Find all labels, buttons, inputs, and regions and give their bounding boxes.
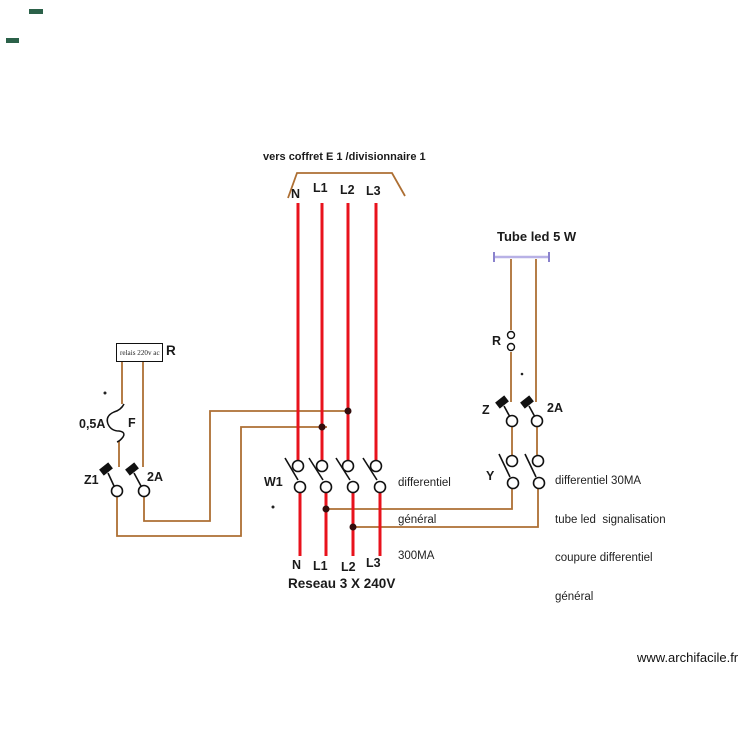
y-note-line1: differentiel 30MA bbox=[555, 475, 642, 487]
junction-L2-top bbox=[344, 407, 352, 415]
fuse-rating-label: 0,5A bbox=[79, 417, 106, 431]
relay-ref-label: R bbox=[166, 343, 176, 358]
breaker-y-label: Y bbox=[486, 469, 495, 483]
relay-box-label: relais 220v ac bbox=[119, 348, 160, 357]
tube-led-icon[interactable] bbox=[493, 252, 550, 262]
y-note: differentiel 30MA tube led signalisation… bbox=[555, 450, 666, 628]
switch-z-label: Z bbox=[482, 403, 490, 417]
green-mark-1 bbox=[29, 9, 43, 14]
terminal-top-N: N bbox=[291, 187, 301, 201]
green-mark-2 bbox=[6, 38, 19, 43]
w1-note-line1: differentiel bbox=[398, 477, 451, 489]
tube-label: Tube led 5 W bbox=[497, 229, 577, 244]
relay-coil-box[interactable]: relais 220v ac bbox=[116, 343, 163, 362]
terminal-top-L3: L3 bbox=[366, 184, 381, 198]
junction-L1-top bbox=[318, 423, 326, 431]
terminal-bottom-N: N bbox=[292, 558, 302, 572]
terminal-bottom-L3: L3 bbox=[366, 556, 381, 570]
terminal-bottom-L1: L1 bbox=[313, 559, 328, 573]
w1-note-line3: 300MA bbox=[398, 550, 435, 562]
switch-z1-label: Z1 bbox=[84, 473, 99, 487]
anchor-dots bbox=[103, 372, 524, 509]
watermark-link[interactable]: www.archifacile.fr bbox=[637, 650, 739, 665]
wire-2a-to-L2[interactable] bbox=[143, 410, 351, 522]
y-note-line4: général bbox=[555, 590, 594, 603]
relay-contact-label: R bbox=[492, 334, 502, 348]
breaker-w1-icon[interactable] bbox=[284, 457, 387, 494]
y-note-line2: tube led signalisation bbox=[555, 513, 666, 526]
fuse-icon[interactable] bbox=[106, 403, 125, 443]
junction-L2-bottom bbox=[349, 523, 357, 531]
y-note-line3: coupure differentiel bbox=[555, 552, 653, 564]
wire-y-left-to-L1[interactable] bbox=[329, 489, 513, 510]
breaker-w1-label: W1 bbox=[264, 475, 283, 489]
breaker-2a-left-label: 2A bbox=[147, 470, 163, 484]
feeder-label: vers coffret E 1 /divisionnaire 1 bbox=[263, 151, 426, 163]
breaker-2a-right-icon[interactable] bbox=[520, 395, 544, 428]
breaker-2a-right-label: 2A bbox=[547, 401, 563, 415]
wire-y-right-to-L2[interactable] bbox=[356, 489, 539, 528]
terminal-top-L2: L2 bbox=[340, 183, 355, 197]
switch-z1-icon[interactable] bbox=[99, 462, 124, 498]
terminal-top-L1: L1 bbox=[313, 181, 328, 195]
junction-L1-bottom bbox=[322, 505, 330, 513]
breaker-y-icon[interactable] bbox=[498, 453, 546, 490]
w1-note-line2: général bbox=[398, 513, 437, 526]
phase-wires bbox=[296, 203, 382, 556]
relay-contact-icon[interactable] bbox=[506, 330, 516, 352]
junction-dots bbox=[318, 407, 357, 531]
switch-z-icon[interactable] bbox=[495, 395, 519, 428]
control-wires bbox=[116, 172, 539, 537]
fuse-ref-label: F bbox=[128, 416, 136, 430]
w1-note: differentiel général 300MA bbox=[398, 453, 451, 587]
terminal-bottom-L2: L2 bbox=[341, 560, 356, 574]
network-label: Reseau 3 X 240V bbox=[288, 576, 396, 591]
breaker-2a-left-icon[interactable] bbox=[125, 462, 151, 498]
feeder-bracket[interactable] bbox=[287, 172, 406, 199]
wire-z1-to-L1[interactable] bbox=[116, 426, 327, 537]
